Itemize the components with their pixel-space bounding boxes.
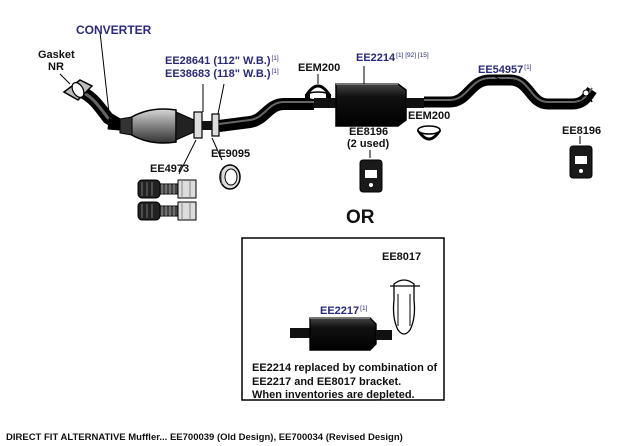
diagram-caption: DIRECT FIT ALTERNATIVE Muffler... EE7000… [6, 432, 403, 443]
leader-lines [59, 31, 581, 323]
ee9095-label: EE9095 [211, 148, 251, 160]
ee2214-note: [1] [92] [15] [396, 52, 429, 59]
converter-label: CONVERTER [76, 23, 152, 37]
flange-joint [193, 111, 220, 139]
hanger-ee8196-middle [359, 159, 383, 193]
ee2214-text: EE2214 [356, 52, 396, 64]
clamp-eem200-bottom [416, 125, 442, 141]
ee2214-label: EE2214[1] [92] [15] [356, 52, 429, 64]
note-line-1: EE2214 replaced by combination of [252, 362, 438, 374]
ee54957-label: EE54957[1] [478, 64, 532, 76]
ee28641-note: [1] [271, 55, 279, 62]
muffler-ee2214 [314, 83, 424, 127]
catalytic-converter [119, 108, 195, 144]
or-label: OR [346, 207, 375, 228]
replacement-note: EE2214 replaced by combination of EE2217… [252, 362, 437, 403]
note-line-2: EE2217 and EE8017 bracket. [252, 375, 402, 388]
ee8017-label: EE8017 [382, 251, 422, 263]
ee38683-note: [1] [271, 68, 279, 75]
ee28641-label: EE28641 (112" W.B.)[1] [165, 55, 279, 67]
ee54957-note: [1] [524, 64, 532, 71]
ee2217-note: [1] [360, 305, 368, 312]
ee38683-label: EE38683 (118" W.B.)[1] [165, 68, 279, 80]
ee28641-text: EE28641 (112" W.B.) [165, 55, 271, 67]
ee4973-label: EE4973 [150, 163, 190, 175]
gasket-label: Gasket [38, 49, 75, 61]
gasket-nr-label: NR [48, 61, 64, 73]
gasket-ring-ee9095 [219, 164, 241, 190]
bolts-ee4973 [137, 179, 197, 221]
eem200-bottom-label: EEM200 [408, 110, 451, 122]
tail-pipe-ee54957 [424, 74, 597, 110]
ee8196-right-label: EE8196 [562, 125, 602, 137]
bracket-ee8017 [390, 279, 420, 335]
ee2217-text: EE2217 [320, 305, 360, 317]
ee8196-used-label: (2 used) [347, 138, 390, 150]
intermediate-pipe [218, 98, 314, 132]
hanger-ee8196-right [569, 145, 593, 179]
ee2217-label: EE2217[1] [320, 305, 368, 317]
eem200-top-label: EEM200 [298, 62, 341, 74]
muffler-ee2217 [290, 317, 392, 351]
ee8196-middle-label: EE8196 [349, 126, 389, 138]
ee38683-text: EE38683 (118" W.B.) [165, 68, 271, 80]
ee54957-text: EE54957 [478, 64, 524, 76]
clamp-eem200-top [304, 84, 332, 101]
gasket-flange [62, 79, 94, 101]
note-line-3: When inventories are depleted. [252, 389, 415, 401]
